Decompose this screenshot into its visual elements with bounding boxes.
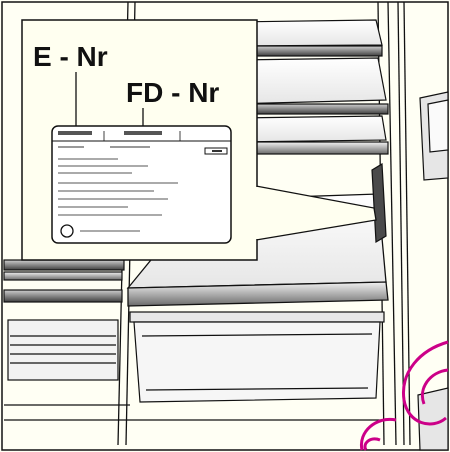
crisper-drawer <box>130 312 384 402</box>
rating-plate-detail <box>52 126 231 243</box>
e-nr-label: E - Nr <box>33 41 108 72</box>
left-shelf <box>4 260 124 380</box>
fd-nr-field <box>124 131 162 135</box>
fd-nr-label: FD - Nr <box>126 77 219 108</box>
e-nr-field <box>58 131 92 135</box>
